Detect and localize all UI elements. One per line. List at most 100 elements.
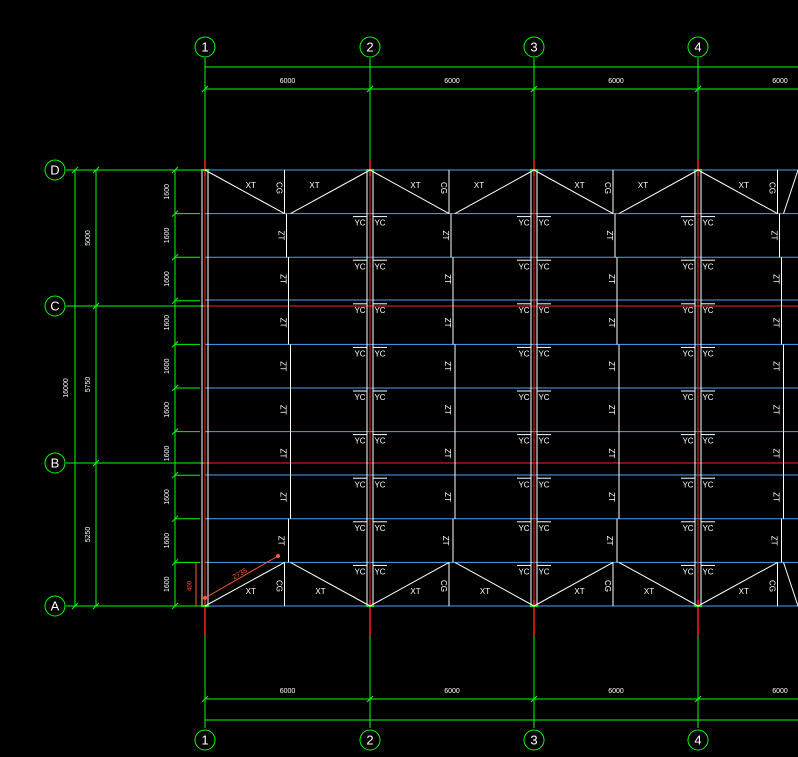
purlin-dim-text: 1600 (164, 184, 171, 200)
purlin-lines-layer (205, 169, 798, 607)
tie-label-top: CG (439, 182, 448, 194)
purlin-label: ZT (607, 361, 616, 371)
purlin-label: ZT (443, 318, 452, 328)
brace-xt (454, 561, 535, 607)
grid-bubble-top-2-text: 2 (366, 39, 373, 54)
purlin-label: ZT (443, 492, 452, 502)
grid-bubble-row-A-text: A (51, 598, 60, 613)
dim-tick (71, 166, 79, 174)
column-brace-label: YC (538, 262, 549, 271)
purlin-dim-text: 1600 (164, 533, 171, 549)
column-brace-label: YC (518, 437, 529, 446)
brace-label-bottom: XT (574, 587, 584, 596)
column-brace-label: YC (538, 219, 549, 228)
column-brace-label: YC (374, 524, 385, 533)
purlin-label: ZT (443, 449, 452, 459)
grid-bubble-row-C-circle (44, 295, 66, 317)
column-brace-label: YC (374, 480, 385, 489)
column-brace-label: YC (682, 524, 693, 533)
column-brace-label: YC (518, 219, 529, 228)
purlin-label: ZT (769, 536, 778, 546)
column-brace-label: YC (702, 350, 713, 359)
purlin-label: ZT (278, 318, 287, 328)
column-brace-label: YC (702, 262, 713, 271)
annotation-dot (276, 554, 280, 558)
dim-tick (530, 85, 538, 93)
bottom-dimension-text: 6000 (608, 688, 624, 695)
dim-tick (92, 302, 100, 310)
purlin-label: ZT (771, 405, 780, 415)
grid-bubble-bottom-1-text: 1 (201, 732, 208, 747)
column-brace-label: YC (354, 306, 365, 315)
column-brace-label: YC (682, 437, 693, 446)
purlin-label: ZT (607, 318, 616, 328)
brace-xt (204, 169, 285, 215)
column-brace-label: YC (354, 350, 365, 359)
column-brace-label: YC (702, 568, 713, 577)
column-brace-label: YC (354, 480, 365, 489)
left-segment-dim-text: 5250 (85, 527, 92, 543)
purlin-dim-text: 1600 (164, 271, 171, 287)
grid-bubble-row-B-circle (44, 452, 66, 474)
dim-tick (92, 166, 100, 174)
purlin-dim-text: 1600 (164, 228, 171, 244)
tie-label-top: CG (274, 182, 283, 194)
column-brace-label: YC (374, 262, 385, 271)
purlin-label: ZT (607, 449, 616, 459)
purlin-label: ZT (771, 318, 780, 328)
column-brace-label: YC (682, 350, 693, 359)
column-brace-label: YC (354, 219, 365, 228)
brace-xt (290, 169, 371, 215)
purlin-label: ZT (771, 361, 780, 371)
column-brace-label: YC (538, 393, 549, 402)
bottom-dimension-text: 6000 (444, 688, 460, 695)
column-brace-label: YC (702, 480, 713, 489)
purlin-label: ZT (278, 449, 287, 459)
column-brace-label: YC (354, 524, 365, 533)
purlin-dim-text: 1600 (164, 315, 171, 331)
column-brace-label: YC (702, 524, 713, 533)
tie-label-bottom: CG (274, 580, 283, 592)
purlin-dim-text: 1600 (164, 358, 171, 374)
brace-label-top: XT (739, 181, 749, 190)
column-brace-label: YC (538, 306, 549, 315)
brace-xt (783, 562, 798, 607)
purlin-label: ZT (771, 492, 780, 502)
column-brace-label: YC (518, 480, 529, 489)
purlin-label: ZT (278, 492, 287, 502)
column-brace-label: YC (354, 262, 365, 271)
column-brace-label: YC (702, 437, 713, 446)
grid-bubble-bottom-3-text: 3 (530, 732, 537, 747)
column-brace-label: YC (682, 306, 693, 315)
tie-label-top: CG (767, 182, 776, 194)
column-brace-label: YC (682, 219, 693, 228)
column-brace-label: YC (518, 306, 529, 315)
grid-bubble-top-1-circle (194, 36, 216, 58)
grid-bubble-row-D-text: D (50, 162, 59, 177)
brace-xt (204, 561, 285, 607)
brace-xt (697, 561, 778, 607)
column-brace-label: YC (682, 262, 693, 271)
structural-members-layer (201, 169, 798, 607)
top-dimension-text: 6000 (608, 78, 624, 85)
dim-tick (366, 695, 374, 703)
purlin-label: ZT (771, 274, 780, 284)
purlin-dim-text: 1600 (164, 489, 171, 505)
column-brace-label: YC (374, 350, 385, 359)
top-dimension-text: 6000 (444, 78, 460, 85)
tie-label-top: CG (603, 182, 612, 194)
brace-label-bottom: XT (480, 587, 490, 596)
column-brace-label: YC (518, 568, 529, 577)
annotation-dot (203, 596, 207, 600)
purlin-label: ZT (278, 405, 287, 415)
column-brace-label: YC (518, 524, 529, 533)
column-brace-label: YC (518, 262, 529, 271)
grid-bubble-top-4-text: 4 (694, 39, 701, 54)
left-total-dim-text: 16000 (63, 378, 70, 398)
bottom-dimension-text: 6000 (280, 688, 296, 695)
purlin-label: ZT (769, 231, 778, 241)
column-brace-label: YC (538, 350, 549, 359)
column-brace-label: YC (518, 350, 529, 359)
